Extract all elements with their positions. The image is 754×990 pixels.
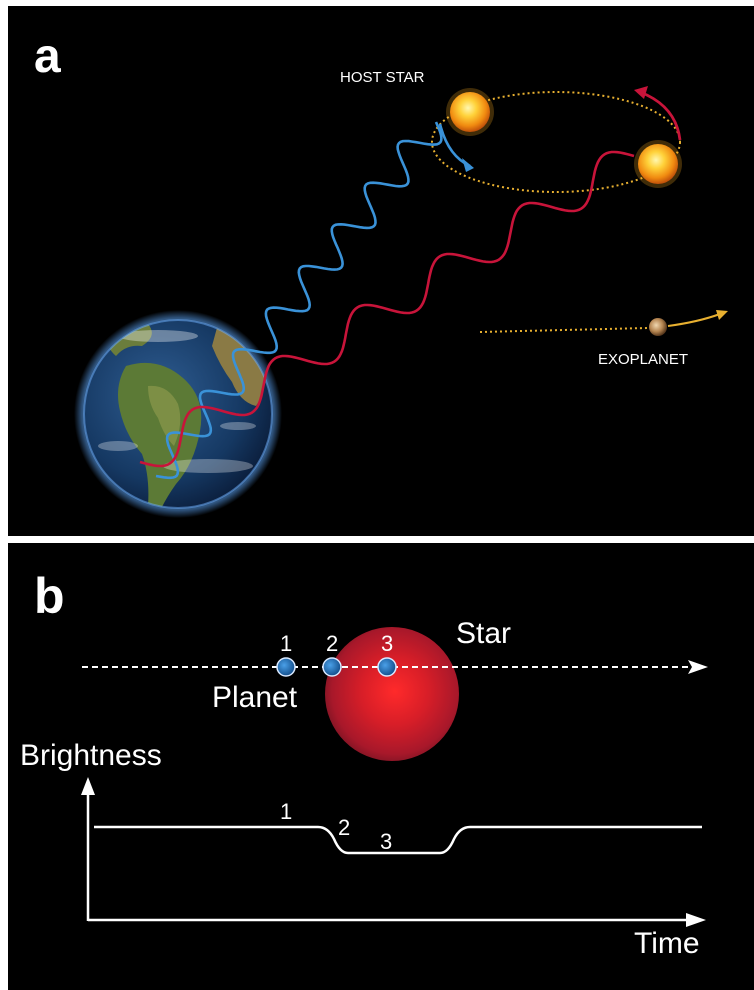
planet-path-arrowhead [688,660,708,674]
x-axis-arrowhead [686,913,706,927]
planet-position-1: 1 [276,631,296,677]
position-number-3: 3 [381,631,393,656]
exoplanet [649,318,667,336]
panel-b-diagram: b Star 1 2 3 Planet Brightness Time 1 [20,568,708,960]
blueshifted-light-wave [155,121,443,480]
position-number-2: 2 [326,631,338,656]
earth-globe [74,310,282,518]
exoplanet-orbit-path [479,327,649,333]
panel-b-letter: b [34,568,65,624]
y-axis-label: Brightness [20,739,162,772]
panel-a-letter: a [34,30,61,83]
position-number-1: 1 [280,631,292,656]
panel-a-radial-velocity: a [8,6,754,536]
red-motion-arrow [634,86,682,141]
exoplanet-label: EXOPLANET [598,351,688,368]
host-star-label: HOST STAR [340,69,425,86]
panel-a-diagram: a [34,30,728,518]
redshifted-light-wave [139,150,635,468]
star-disk [325,627,459,761]
star-label: Star [456,617,511,650]
star-orbit-path [431,91,681,193]
planet-position-3: 3 [377,631,397,677]
planet-label: Planet [212,681,298,714]
brightness-light-curve [94,825,702,855]
planet-position-2: 2 [322,631,342,677]
blue-motion-arrow [438,123,474,172]
exoplanet-motion-arrow [667,310,728,327]
curve-marker-2: 2 [338,815,350,840]
y-axis-arrowhead [81,777,95,795]
host-star-top [446,88,494,136]
curve-marker-1: 1 [280,799,292,824]
x-axis-label: Time [634,927,700,960]
curve-marker-3: 3 [380,829,392,854]
host-star-right [634,140,682,188]
panel-b-transit: b Star 1 2 3 Planet Brightness Time 1 [8,543,754,990]
